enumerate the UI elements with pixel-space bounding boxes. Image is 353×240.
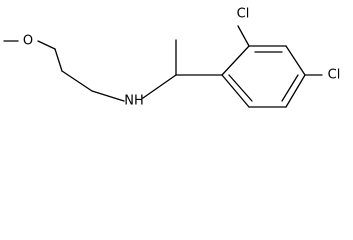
atom-chlorine-ortho-label: Cl [237, 7, 250, 22]
ring-bond-c6-c1 [221, 74, 250, 108]
atom-oxygen-label: O [23, 34, 33, 49]
chemical-structure: O NH Cl Cl [3, 7, 341, 109]
bond-ring-chlorine-ortho [237, 25, 250, 47]
ring-bond-c1-c2 [221, 45, 250, 76]
bond-c2-c3 [61, 70, 93, 92]
atom-nitrogen-label: NH [124, 94, 144, 109]
ring-bond-c3-c4 [285, 45, 306, 76]
ring-double-bond-inner-1 [228, 74, 253, 102]
atom-chlorine-para-label: Cl [328, 68, 341, 83]
bond-c3-nitrogen [91, 90, 125, 102]
bond-oxygen-c1 [37, 40, 56, 50]
bond-c1-c2 [54, 48, 63, 72]
ring-bond-c4-c5 [285, 74, 306, 108]
ring-double-bond-inner-3 [281, 74, 299, 102]
bond-nitrogen-chiral-carbon [142, 74, 177, 99]
